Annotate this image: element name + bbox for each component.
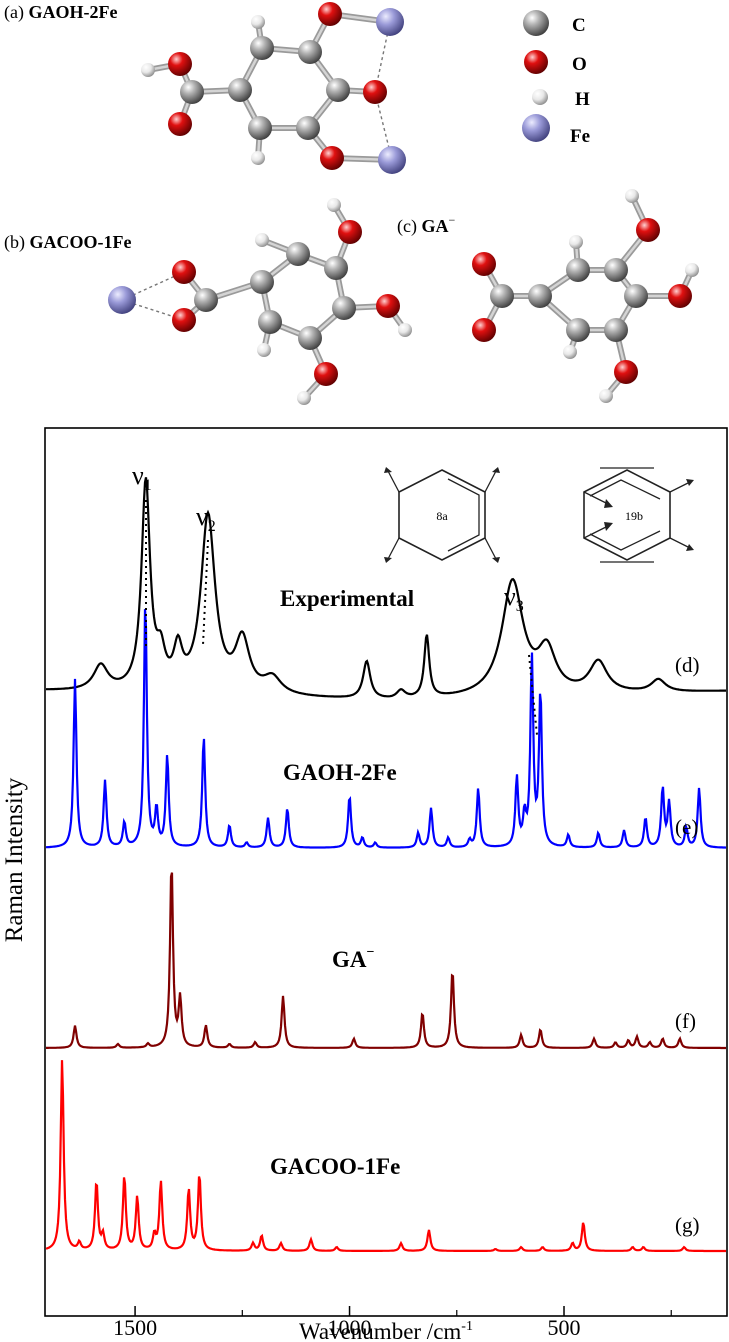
atom-h [599, 389, 613, 403]
atom-c [250, 270, 274, 294]
atom-c [258, 310, 282, 334]
atom-h [141, 63, 155, 77]
atom-c [296, 116, 320, 140]
atom-o [172, 260, 196, 284]
atom-h [625, 189, 639, 203]
atom-o [668, 284, 692, 308]
legend-oxygen-sphere [524, 50, 548, 74]
peak-correlation-lines [145, 500, 538, 736]
legend-label-c: C [572, 15, 586, 36]
x-tick-label-500: 500 [548, 1315, 581, 1340]
atom-c [326, 78, 350, 102]
peak-label-v2: ν2 [196, 502, 216, 535]
atom-c [228, 78, 252, 102]
legend-label-o: O [572, 54, 587, 75]
atom-o [614, 360, 638, 384]
atom-c [286, 242, 310, 266]
legend-hydrogen-sphere [532, 89, 548, 105]
atom-o [320, 146, 344, 170]
series-tag-f: (f) [675, 1009, 696, 1033]
atom-h [297, 391, 311, 405]
atom-o [363, 80, 387, 104]
x-axis: 1500 1000 500 [113, 1306, 672, 1340]
atom-c [250, 36, 274, 60]
atom-c [298, 326, 322, 350]
legend-carbon-sphere [523, 10, 549, 36]
atom-c [332, 296, 356, 320]
svg-text:8a: 8a [436, 509, 448, 523]
atom-c [324, 256, 348, 280]
atom-h [251, 151, 265, 165]
series-tag-d: (d) [675, 653, 700, 677]
x-tick-label-1500: 1500 [113, 1315, 157, 1340]
atom-o [338, 220, 362, 244]
peak-label-v3: ν3 [504, 582, 524, 615]
atom-h [685, 263, 699, 277]
mode-diagram-8a: 8a [384, 467, 500, 563]
atom-h [398, 323, 412, 337]
atom-c [180, 80, 204, 104]
svg-text:19b: 19b [625, 509, 643, 523]
series-name-ga-anion: GA− [332, 945, 375, 972]
x-tick-label-1000: 1000 [328, 1315, 372, 1340]
atom-o [472, 252, 496, 276]
spectrum-e [46, 609, 727, 849]
molecule-ga-anion [472, 189, 699, 403]
atom-o [172, 308, 196, 332]
legend-iron-sphere [522, 114, 550, 142]
label-b: (b) GACOO-1Fe [4, 232, 131, 253]
atom-c [624, 284, 648, 308]
atom-h [563, 345, 577, 359]
atom-o [168, 112, 192, 136]
series-tag-g: (g) [675, 1213, 700, 1237]
atom-o [376, 294, 400, 318]
atom-c [566, 258, 590, 282]
series-tag-e: (e) [675, 815, 698, 839]
atom-legend: C O H Fe [522, 10, 590, 147]
atom-o [472, 318, 496, 342]
mode-diagram-19b: 19b [583, 467, 694, 563]
atom-c [194, 288, 218, 312]
atom-c [490, 284, 514, 308]
atom-o [318, 2, 342, 26]
y-axis-label: Raman Intensity [1, 777, 28, 942]
label-c: (c) GA− [397, 213, 455, 237]
series-name-gaoh-2fe: GAOH-2Fe [283, 760, 397, 785]
peak-label-v1: ν1 [132, 461, 152, 494]
atom-h [327, 198, 341, 212]
atom-fe [376, 8, 404, 36]
atom-c [604, 258, 628, 282]
spectrum-d [46, 477, 726, 698]
spectrum-g [45, 1060, 726, 1253]
atom-h [255, 233, 269, 247]
series-name-experimental: Experimental [280, 586, 414, 611]
atom-c [248, 116, 272, 140]
atom-o [168, 52, 192, 76]
atom-o [636, 218, 660, 242]
atom-c [566, 318, 590, 342]
atom-c [604, 318, 628, 342]
atom-h [569, 235, 583, 249]
label-a: (a) GAOH-2Fe [4, 2, 117, 23]
atom-fe [108, 286, 136, 314]
atom-h [251, 15, 265, 29]
molecule-gaoh-2fe [141, 2, 406, 174]
spectra [45, 477, 727, 1253]
atom-o [314, 362, 338, 386]
legend-label-fe: Fe [570, 126, 590, 147]
legend-label-h: H [575, 89, 590, 110]
atom-c [528, 284, 552, 308]
x-axis-label: Wavenumber /cm-1 [299, 1319, 473, 1342]
spectrum-f [46, 872, 726, 1050]
molecule-gacoo-1fe [108, 198, 412, 405]
series-name-gacoo-1fe: GACOO-1Fe [270, 1154, 400, 1179]
atom-c [298, 40, 322, 64]
atom-h [257, 343, 271, 357]
atom-fe [378, 146, 406, 174]
plot-frame [44, 427, 728, 1317]
